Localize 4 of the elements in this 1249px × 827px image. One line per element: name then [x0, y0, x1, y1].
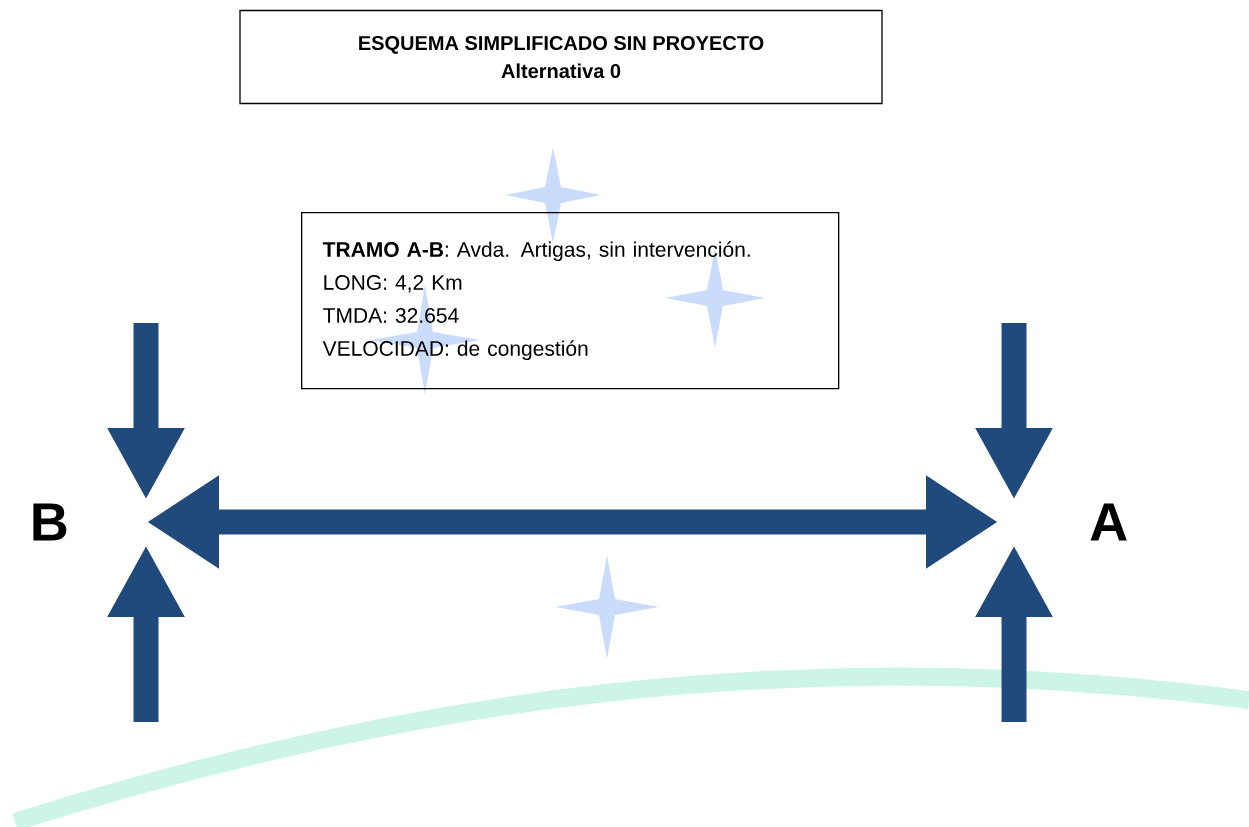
point-label: B — [33, 503, 67, 541]
info-box: TRAMO A-B: Avda. Artigas, sin intervención. LONG: 4,2 Km TMDA: 32.654 VELOCIDAD: de congestión — [301, 212, 840, 390]
point-label: A — [1090, 503, 1127, 541]
title-box: ESQUEMA SIMPLIFICADO SIN PROYECTO Alternativa 0 — [239, 9, 883, 105]
